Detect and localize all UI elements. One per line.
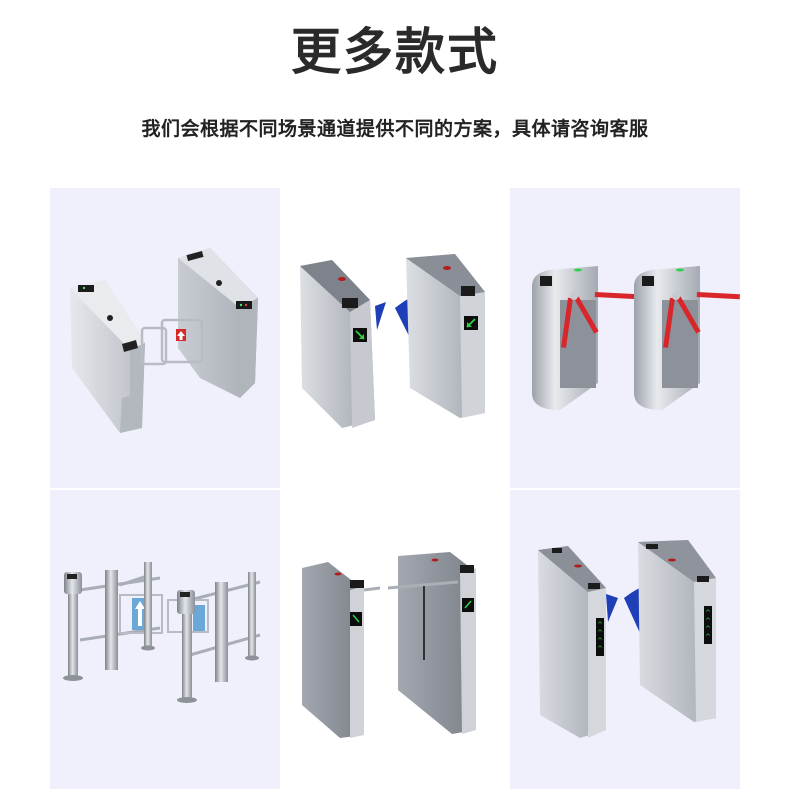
svg-text:^: ^ — [705, 625, 711, 633]
svg-text:^: ^ — [705, 609, 711, 617]
page-title: 更多款式 — [291, 23, 499, 81]
svg-text:^: ^ — [705, 617, 711, 625]
swing-gate-box-turnstile-image — [70, 248, 258, 433]
svg-text:^: ^ — [705, 633, 711, 641]
product-card-tripod[interactable] — [510, 188, 740, 488]
product-card-flap-barrier[interactable] — [280, 188, 510, 488]
svg-text:^: ^ — [597, 645, 603, 653]
svg-text:^: ^ — [597, 637, 603, 645]
tripod-turnstile-image — [532, 266, 740, 410]
product-card-swing-bar[interactable] — [280, 490, 510, 789]
swing-bar-turnstile-image — [302, 552, 476, 738]
flap-barrier-curved-turnstile-image: ^^^^ ^^^^ — [538, 540, 716, 738]
product-grid: ^^^^ ^^^^ — [50, 188, 740, 789]
svg-text:^: ^ — [597, 629, 603, 637]
swing-pillar-turnstile-image — [63, 562, 261, 703]
product-card-swing-pillar[interactable] — [50, 490, 280, 789]
svg-text:^: ^ — [597, 621, 603, 629]
flap-barrier-turnstile-image — [300, 254, 485, 428]
product-card-flap-barrier-curved[interactable]: ^^^^ ^^^^ — [510, 490, 740, 789]
product-card-swing-gate-box[interactable] — [50, 188, 280, 488]
page-subtitle: 我们会根据不同场景通道提供不同的方案，具体请咨询客服 — [141, 118, 649, 140]
